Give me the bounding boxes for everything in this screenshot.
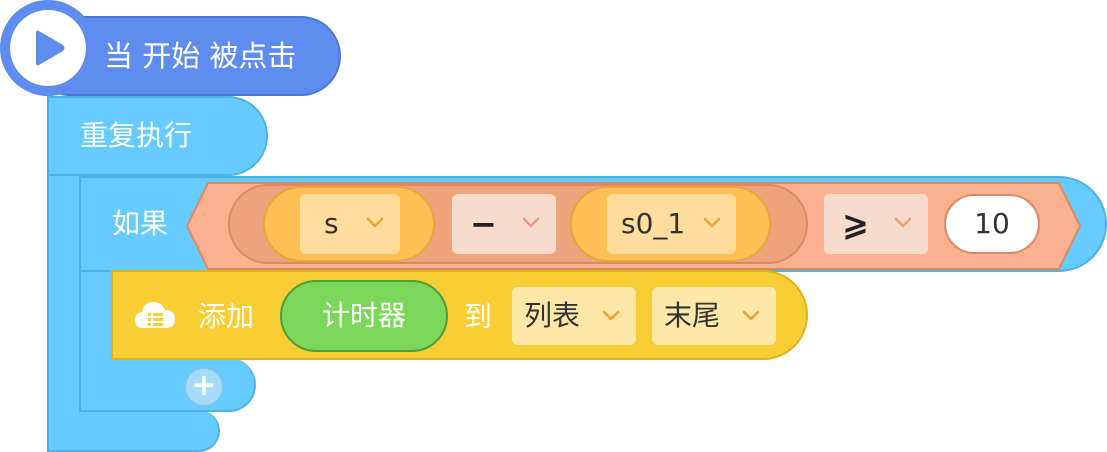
plus-icon[interactable]: + (184, 367, 224, 407)
comparator-dropdown[interactable]: ⩾ (824, 194, 928, 254)
if-block-foot (79, 358, 256, 412)
variable-dropdown-s0-1[interactable]: s0_1 (607, 194, 736, 254)
variable-name: s0_1 (621, 207, 686, 240)
hat-block-label: 当 开始 被点击 (104, 39, 297, 73)
comparator-symbol: ⩾ (842, 205, 869, 243)
repeat-block-label: 重复执行 (80, 119, 193, 152)
variable-name: s (324, 207, 339, 240)
repeat-block-arm (47, 170, 81, 452)
list-dropdown[interactable]: 列表 (512, 287, 636, 345)
position-name: 末尾 (664, 299, 721, 332)
play-icon[interactable] (10, 10, 86, 86)
variable-dropdown-s[interactable]: s (300, 194, 400, 254)
chevron-down-icon (894, 217, 912, 228)
chevron-down-icon (703, 217, 721, 228)
timer-reporter[interactable]: 计时器 (280, 280, 448, 352)
if-block-label: 如果 (112, 207, 169, 240)
chevron-down-icon (522, 217, 540, 228)
add-label: 添加 (198, 300, 255, 333)
cloud-list-icon (135, 302, 175, 328)
operator-dropdown[interactable]: − (452, 194, 556, 254)
chevron-down-icon (366, 217, 384, 228)
chevron-down-icon (742, 310, 760, 321)
repeat-block-foot (47, 410, 220, 452)
list-name: 列表 (524, 299, 581, 332)
position-dropdown[interactable]: 末尾 (652, 287, 776, 345)
number-input[interactable]: 10 (944, 194, 1040, 254)
to-label: 到 (464, 300, 493, 333)
operator-symbol: − (470, 205, 497, 243)
repeat-forever-block[interactable] (47, 96, 268, 176)
chevron-down-icon (602, 310, 620, 321)
